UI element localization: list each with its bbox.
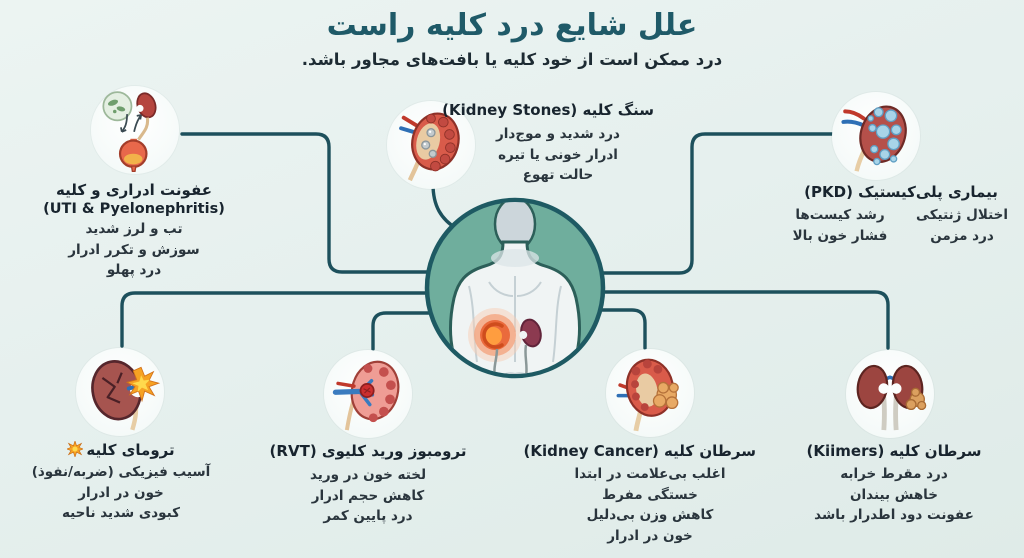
- polycystic-kidney-icon: [832, 92, 920, 180]
- symptom: خستگی مفرط: [602, 486, 698, 503]
- kidney-stones-icon: [387, 101, 475, 189]
- symptom: رشد کیست‌ها: [795, 207, 885, 224]
- kidney-bladder-infection-icon: [91, 86, 179, 174]
- cause-uti-title-en: (UTI & Pyelonephritis): [43, 201, 225, 218]
- page-subtitle: درد ممکن است از خود کلیه یا بافت‌های مجا…: [301, 50, 723, 69]
- symptom: سوزش و تکرر ادرار: [68, 241, 200, 258]
- symptom: خون در ادرار: [78, 484, 164, 501]
- symptom: درد پهلو: [106, 262, 162, 279]
- symptom: عفونت دود اطدرار باشد: [814, 507, 974, 524]
- symptom: فشار خون بالا: [792, 227, 888, 244]
- torso-back-pain-icon: [424, 197, 606, 379]
- renal-vein-thrombosis-icon: [324, 350, 412, 438]
- page-title: علل شایع درد کلیه راست: [326, 8, 698, 43]
- symptom: حالت تهوع: [522, 167, 594, 184]
- kidney-cancer-icon: [606, 349, 694, 437]
- cause-stones: سنگ کلیه (Kidney Stones) درد شدید و موج‌…: [442, 100, 654, 186]
- symptom: خاهش بیندان: [850, 486, 938, 503]
- connector-cancer2: [518, 290, 890, 350]
- connector-cancer: [518, 308, 647, 350]
- symptom: اغلب بی‌علامت در ابتدا: [574, 466, 726, 483]
- connector-pkd: [548, 132, 838, 275]
- cause-trauma-title: ترومای کلیه: [14, 439, 228, 462]
- cause-rvt: ترومبوز ورید کلیوی (RVT) لخته خون در وری…: [268, 441, 468, 527]
- cause-trauma: ترومای کلیه آسیب فیزیکی (ضربه/نفوذ) خون …: [14, 439, 228, 524]
- symptom: کاهش حجم ادرار: [311, 487, 425, 504]
- connector-uti: [180, 132, 482, 274]
- cause-uti-title: عفونت ادراری و کلیه: [55, 181, 212, 199]
- cause-rvt-title: ترومبوز ورید کلیوی (RVT): [269, 442, 467, 460]
- cause-stones-title: سنگ کلیه (Kidney Stones): [442, 101, 654, 119]
- symptom: خون در ادرار: [607, 527, 693, 544]
- symptom: درد پایین کمر: [323, 508, 413, 525]
- cause-trauma-title-text: ترومای کلیه: [86, 441, 175, 459]
- kidneys-pair-tumor-icon: [846, 350, 934, 438]
- cause-cancer: سرطان کلیه (Kidney Cancer) اغلب بی‌علامت…: [523, 441, 756, 546]
- cause-cancer-title: سرطان کلیه (Kidney Cancer): [523, 442, 756, 460]
- pkd-col-right: اختلال ژنتیکی درد مزمن: [904, 205, 1020, 246]
- explosion-burst-icon: [66, 439, 85, 462]
- cause-pkd: بیماری پلی‌کیستیک (PKD) اختلال ژنتیکی در…: [782, 182, 1020, 246]
- connector-rvt: [371, 311, 522, 351]
- cause-pkd-title: بیماری پلی‌کیستیک (PKD): [804, 183, 998, 201]
- pkd-col-left: رشد کیست‌ها فشار خون بالا: [782, 205, 898, 246]
- symptom: کاهش وزن بی‌دلیل: [586, 507, 714, 524]
- cause-uti: عفونت ادراری و کلیه (UTI & Pyelonephriti…: [26, 180, 242, 281]
- symptom: کبودی شدید ناحیه: [61, 505, 181, 522]
- cause-cancer2-title: سرطان کلیه (Kiimers): [806, 442, 982, 460]
- connector-trauma: [120, 291, 522, 348]
- symptom: ادرار خونی یا تیره: [498, 146, 618, 163]
- cause-cancer2: سرطان کلیه (Kiimers) درد مقرط خرابه خاهش…: [792, 441, 996, 526]
- symptom: درد مقرط خرابه: [840, 466, 948, 483]
- symptom: درد شدید و موج‌دار: [496, 126, 620, 143]
- symptom: اختلال ژنتیکی: [916, 207, 1008, 224]
- pkd-symptom-columns: اختلال ژنتیکی درد مزمن رشد کیست‌ها فشار …: [782, 205, 1020, 246]
- symptom: درد مزمن: [930, 227, 994, 244]
- symptom: آسیب فیزیکی (ضربه/نفوذ): [31, 464, 211, 481]
- symptom: لخته خون در ورید: [309, 467, 427, 484]
- kidney-trauma-icon: [76, 348, 164, 436]
- symptom: تب و لرز شدید: [85, 221, 183, 238]
